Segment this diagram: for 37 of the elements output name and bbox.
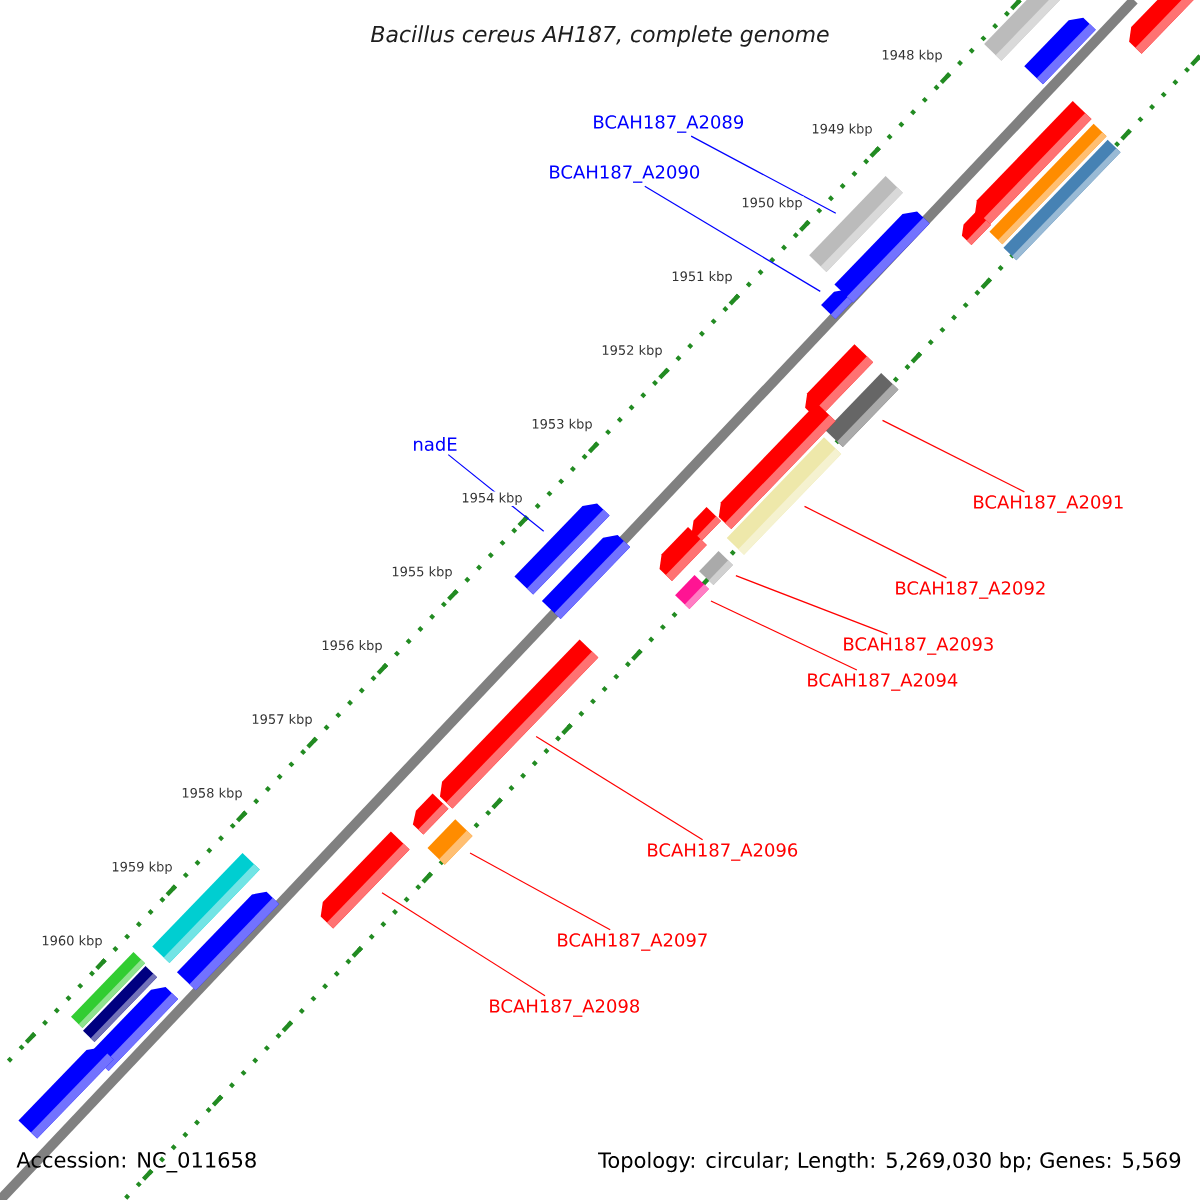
gene-label: BCAH187_A2090	[550, 165, 700, 183]
leader-line	[690, 135, 837, 214]
gene-shape	[961, 211, 991, 245]
gene-shape	[176, 891, 280, 991]
gene-shape	[718, 403, 836, 529]
gene-label: BCAH187_A2091	[974, 495, 1123, 513]
gene-shape	[18, 1047, 114, 1139]
gene-bar	[1003, 139, 1121, 261]
gene-label: BCAH187_A2096	[648, 843, 798, 861]
footer-text: Topology: circular; Length: 5,269,030 bp; Genes: 5,569	[598, 1151, 1181, 1173]
gene-bar	[427, 819, 473, 865]
gene-shape	[1024, 17, 1096, 85]
gene-label: BCAH187_A2097	[558, 933, 707, 951]
gene-shape	[541, 535, 631, 619]
gene-shape	[412, 793, 449, 835]
leader-line	[381, 892, 546, 997]
leader-line	[710, 600, 858, 671]
gene-label: BCAH187_A2092	[896, 581, 1045, 599]
leader-line	[803, 505, 947, 579]
gene-bar	[699, 551, 733, 586]
title: Bacillus cereus AH187, complete genome	[371, 25, 829, 47]
leader-line	[535, 735, 704, 841]
gene-bar	[675, 575, 709, 610]
gene-shape	[320, 831, 410, 929]
leader-line	[881, 419, 1025, 493]
gene-label: BCAH187_A2093	[844, 637, 993, 655]
gene-shape	[1129, 0, 1198, 54]
gene-label: BCAH187_A2098	[490, 999, 640, 1017]
gene-shape	[439, 639, 599, 809]
leader-line	[644, 185, 821, 292]
leader-line	[469, 852, 611, 931]
gene-label: BCAH187_A2094	[808, 673, 958, 691]
gene-label: BCAH187_A2089	[594, 115, 744, 133]
leader-line	[735, 575, 889, 635]
gene-shape	[659, 527, 707, 582]
gene-shape	[834, 211, 930, 303]
gene-label: nadE	[414, 437, 457, 451]
